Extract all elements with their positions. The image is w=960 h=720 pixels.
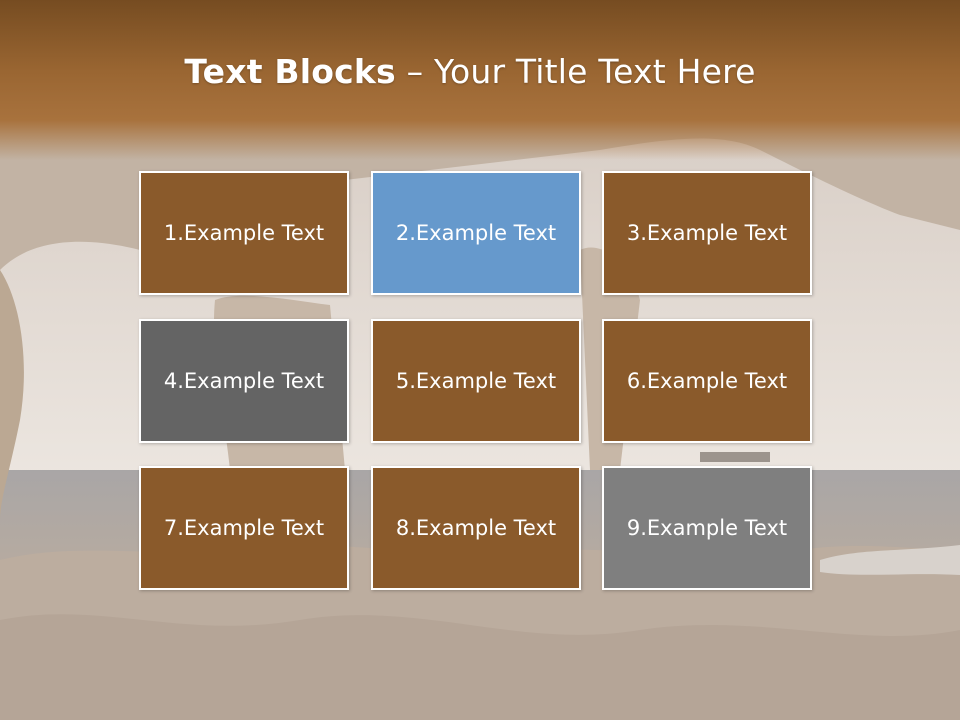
title-bar: [0, 0, 960, 160]
text-block-2[interactable]: 2.Example Text: [371, 171, 581, 295]
slide-title: Text Blocks – Your Title Text Here: [0, 52, 940, 91]
text-block-label: 2.Example Text: [395, 221, 557, 245]
text-block-8[interactable]: 8.Example Text: [371, 466, 581, 590]
text-block-label: 4.Example Text: [163, 369, 325, 393]
text-block-3[interactable]: 3.Example Text: [602, 171, 812, 295]
text-block-label: 5.Example Text: [395, 369, 557, 393]
text-block-7[interactable]: 7.Example Text: [139, 466, 349, 590]
text-block-5[interactable]: 5.Example Text: [371, 319, 581, 443]
text-block-4[interactable]: 4.Example Text: [139, 319, 349, 443]
text-block-label: 6.Example Text: [626, 369, 788, 393]
text-block-label: 7.Example Text: [163, 516, 325, 540]
text-block-label: 3.Example Text: [626, 221, 788, 245]
title-bold-part: Text Blocks: [184, 52, 396, 91]
text-block-label: 9.Example Text: [626, 516, 788, 540]
title-rest: Your Title Text Here: [434, 52, 756, 91]
text-block-6[interactable]: 6.Example Text: [602, 319, 812, 443]
text-block-label: 1.Example Text: [163, 221, 325, 245]
text-block-1[interactable]: 1.Example Text: [139, 171, 349, 295]
text-block-label: 8.Example Text: [395, 516, 557, 540]
text-block-9[interactable]: 9.Example Text: [602, 466, 812, 590]
title-dash: –: [406, 52, 424, 91]
